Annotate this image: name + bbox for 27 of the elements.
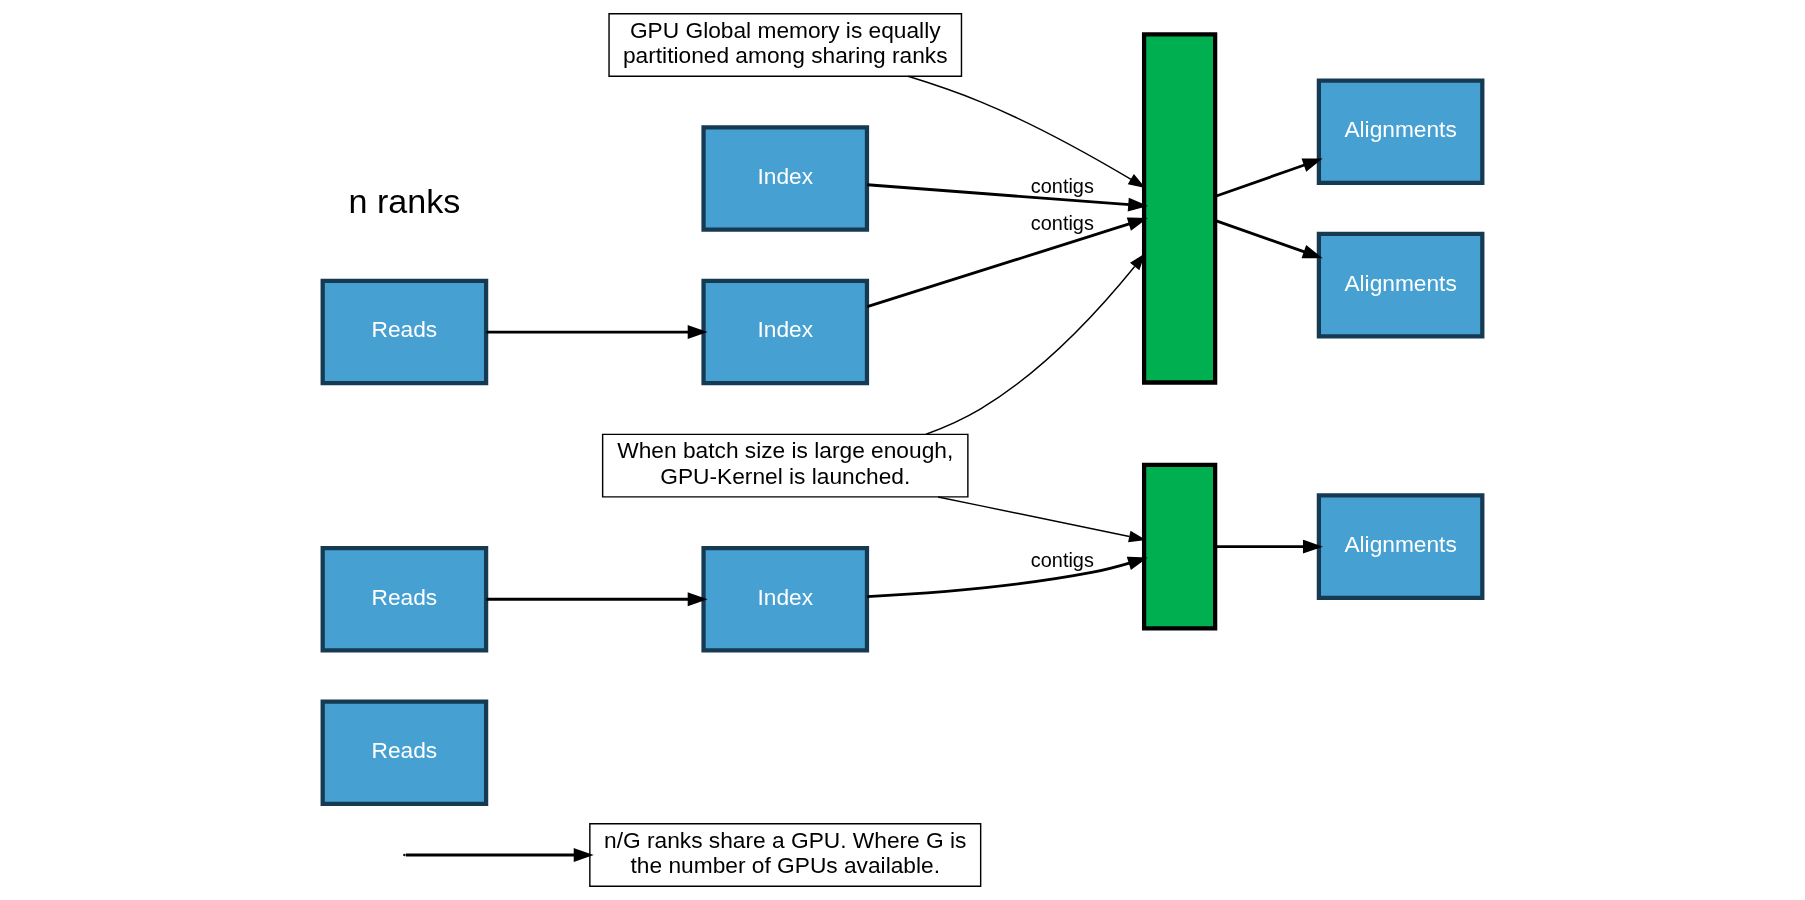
arrow [867,183,1149,212]
arrow [1215,158,1323,198]
node-bar [1141,32,1218,385]
node-box: Index [701,125,870,232]
arrow [486,592,708,607]
arrow [1215,539,1323,554]
node-bar [1141,462,1218,631]
node-box: Reads [320,699,489,806]
arrow [486,325,708,340]
node-box: Reads [320,545,489,653]
node-box: Index [701,545,870,653]
edge-label: contigs [1030,175,1094,198]
edge-label: contigs [1030,212,1094,235]
node-box: n/G ranks share a GPU. Where G is the number of GPUs available. [589,823,982,887]
arrow [867,556,1148,598]
arrow [866,217,1148,308]
node-box: Reads [320,278,489,386]
node-box: Alignments [1316,493,1485,600]
edge-label: contigs [1030,548,1094,571]
node-box: Alignments [1316,78,1485,185]
label: n ranks [348,181,461,220]
node-box: GPU Global memory is equally partitioned among sharing ranks [608,13,963,77]
node-box: Alignments [1316,231,1485,339]
arrow [1215,219,1323,259]
node-box: When batch size is large enough, GPU-Kernel is launched. [601,433,969,498]
arrow [405,848,594,862]
node-box: Index [701,278,870,386]
